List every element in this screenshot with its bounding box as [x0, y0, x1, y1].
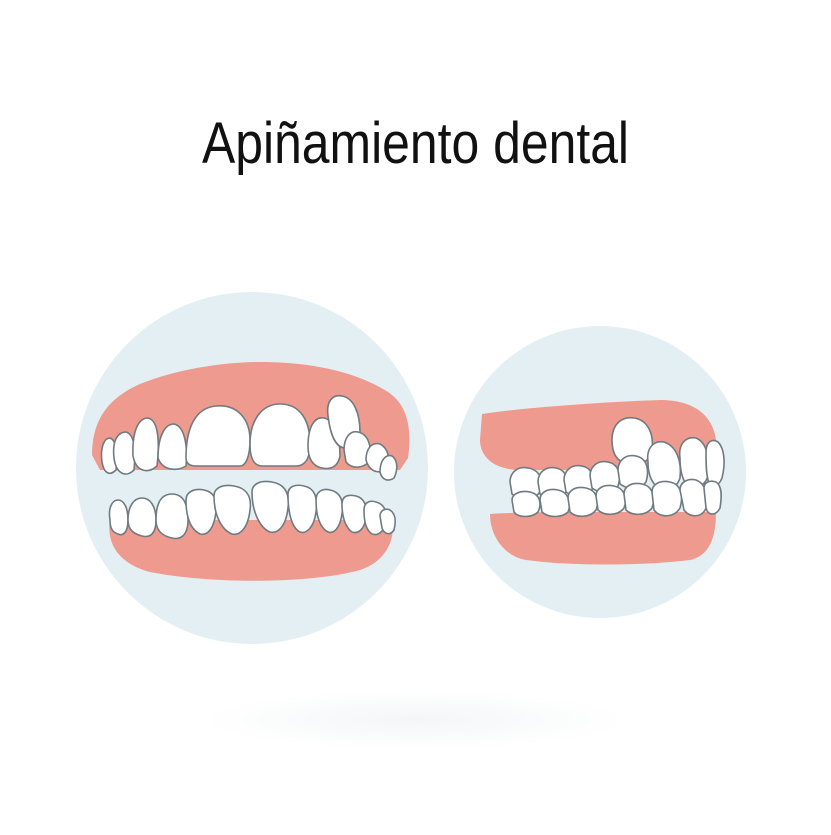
- tooth: [108, 499, 129, 536]
- tooth: [623, 482, 655, 516]
- lower-teeth: [108, 480, 396, 540]
- tooth: [343, 430, 372, 468]
- side-view: [454, 326, 746, 618]
- tooth: [705, 439, 725, 487]
- tooth: [155, 493, 189, 540]
- tooth: [213, 484, 252, 536]
- tooth: [511, 490, 541, 518]
- tooth: [646, 440, 682, 491]
- tooth: [127, 497, 157, 538]
- lower-gum-side: [490, 512, 716, 565]
- tooth: [132, 417, 160, 472]
- tooth: [679, 478, 708, 517]
- tooth: [539, 488, 571, 518]
- upper-teeth: [100, 394, 398, 481]
- tooth: [595, 484, 627, 516]
- tooth: [651, 480, 683, 517]
- frontal-view: [76, 292, 428, 644]
- tooth: [703, 480, 722, 515]
- lower-teeth-side: [511, 478, 722, 518]
- soft-shadow: [200, 690, 630, 750]
- tooth: [249, 403, 311, 467]
- tooth: [157, 423, 188, 471]
- tooth: [379, 508, 396, 535]
- page-title: Apiñamiento dental: [201, 111, 630, 176]
- tooth: [567, 486, 599, 518]
- tooth: [112, 431, 136, 475]
- tooth: [379, 454, 398, 481]
